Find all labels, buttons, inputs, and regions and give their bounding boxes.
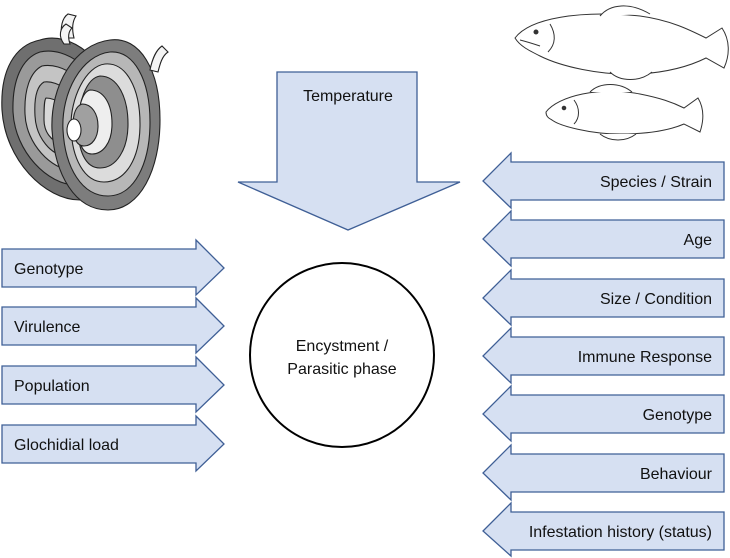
right-arrow-behaviour: Behaviour xyxy=(482,443,725,502)
left-arrow-population: Population xyxy=(1,355,225,414)
right-arrow-immune-response: Immune Response xyxy=(482,326,725,385)
left-arrow-glochidial-load: Glochidial load xyxy=(1,414,225,473)
fish-icon xyxy=(514,5,729,141)
mussel-icon xyxy=(1,13,169,211)
right-arrow-genotype: Genotype xyxy=(482,384,725,443)
encystment-circle: Encystment / Parasitic phase xyxy=(249,262,435,448)
right-label-size-condition: Size / Condition xyxy=(600,291,712,308)
right-arrow-infestation-history: Infestation history (status) xyxy=(482,501,725,558)
left-label-population: Population xyxy=(14,378,90,395)
right-factor-arrows: Species / Strain Age Size / Condition Im… xyxy=(482,151,725,558)
right-label-infestation-history: Infestation history (status) xyxy=(529,524,712,541)
center-label-line2: Parasitic phase xyxy=(287,361,396,378)
right-label-genotype: Genotype xyxy=(643,407,712,424)
left-label-virulence: Virulence xyxy=(14,319,81,336)
temperature-label: Temperature xyxy=(303,88,393,105)
left-label-genotype: Genotype xyxy=(14,261,83,278)
left-arrow-virulence: Virulence xyxy=(1,296,225,355)
center-label-line1: Encystment / xyxy=(296,338,389,355)
right-label-behaviour: Behaviour xyxy=(640,466,713,483)
right-arrow-age: Age xyxy=(482,209,725,268)
left-label-glochidial-load: Glochidial load xyxy=(14,437,119,454)
right-arrow-size-condition: Size / Condition xyxy=(482,268,725,327)
right-label-immune-response: Immune Response xyxy=(578,349,712,366)
left-arrow-genotype: Genotype xyxy=(1,238,225,297)
right-label-species-strain: Species / Strain xyxy=(600,174,712,191)
right-label-age: Age xyxy=(684,232,713,249)
left-factor-arrows: Genotype Virulence Population Glochidial… xyxy=(1,238,225,473)
right-arrow-species-strain: Species / Strain xyxy=(482,151,725,210)
temperature-arrow: Temperature xyxy=(237,71,461,231)
